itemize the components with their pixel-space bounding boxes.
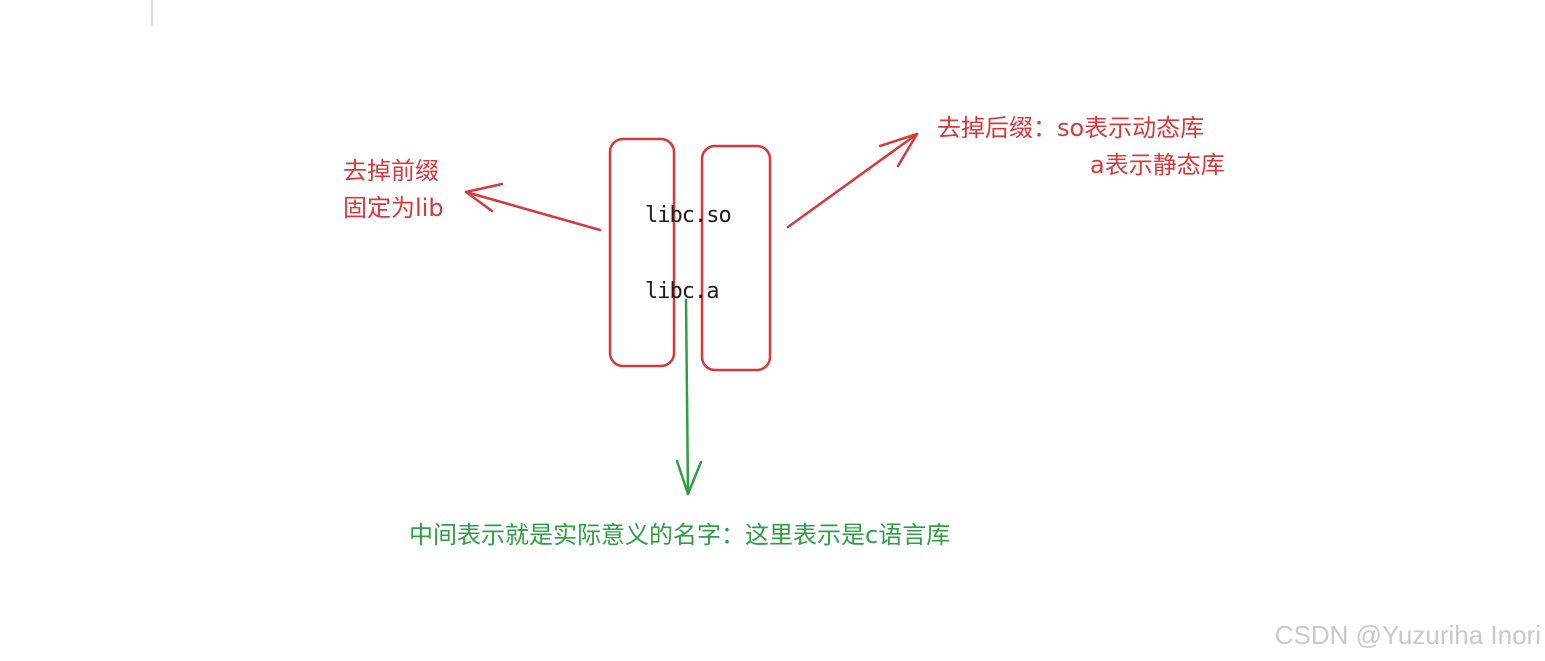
text-cursor [151,0,153,26]
suffix-box [700,144,772,372]
prefix-note-line1: 去掉前缀 [343,157,439,185]
suffix-arrow [786,132,919,229]
middle-arrow [675,298,703,496]
file-libc-a: libc.a [645,279,719,304]
suffix-note-line2: a表示静态库 [1090,151,1225,179]
prefix-box [608,137,676,368]
prefix-note-line2: 固定为lib [343,194,444,222]
middle-note: 中间表示就是实际意义的名字：这里表示是c语言库 [409,521,951,549]
file-libc-so: libc.so [645,203,732,228]
prefix-arrow [464,182,602,232]
watermark: CSDN @Yuzuriha Inori [1274,620,1541,650]
suffix-note-line1: 去掉后缀：so表示动态库 [937,114,1205,142]
